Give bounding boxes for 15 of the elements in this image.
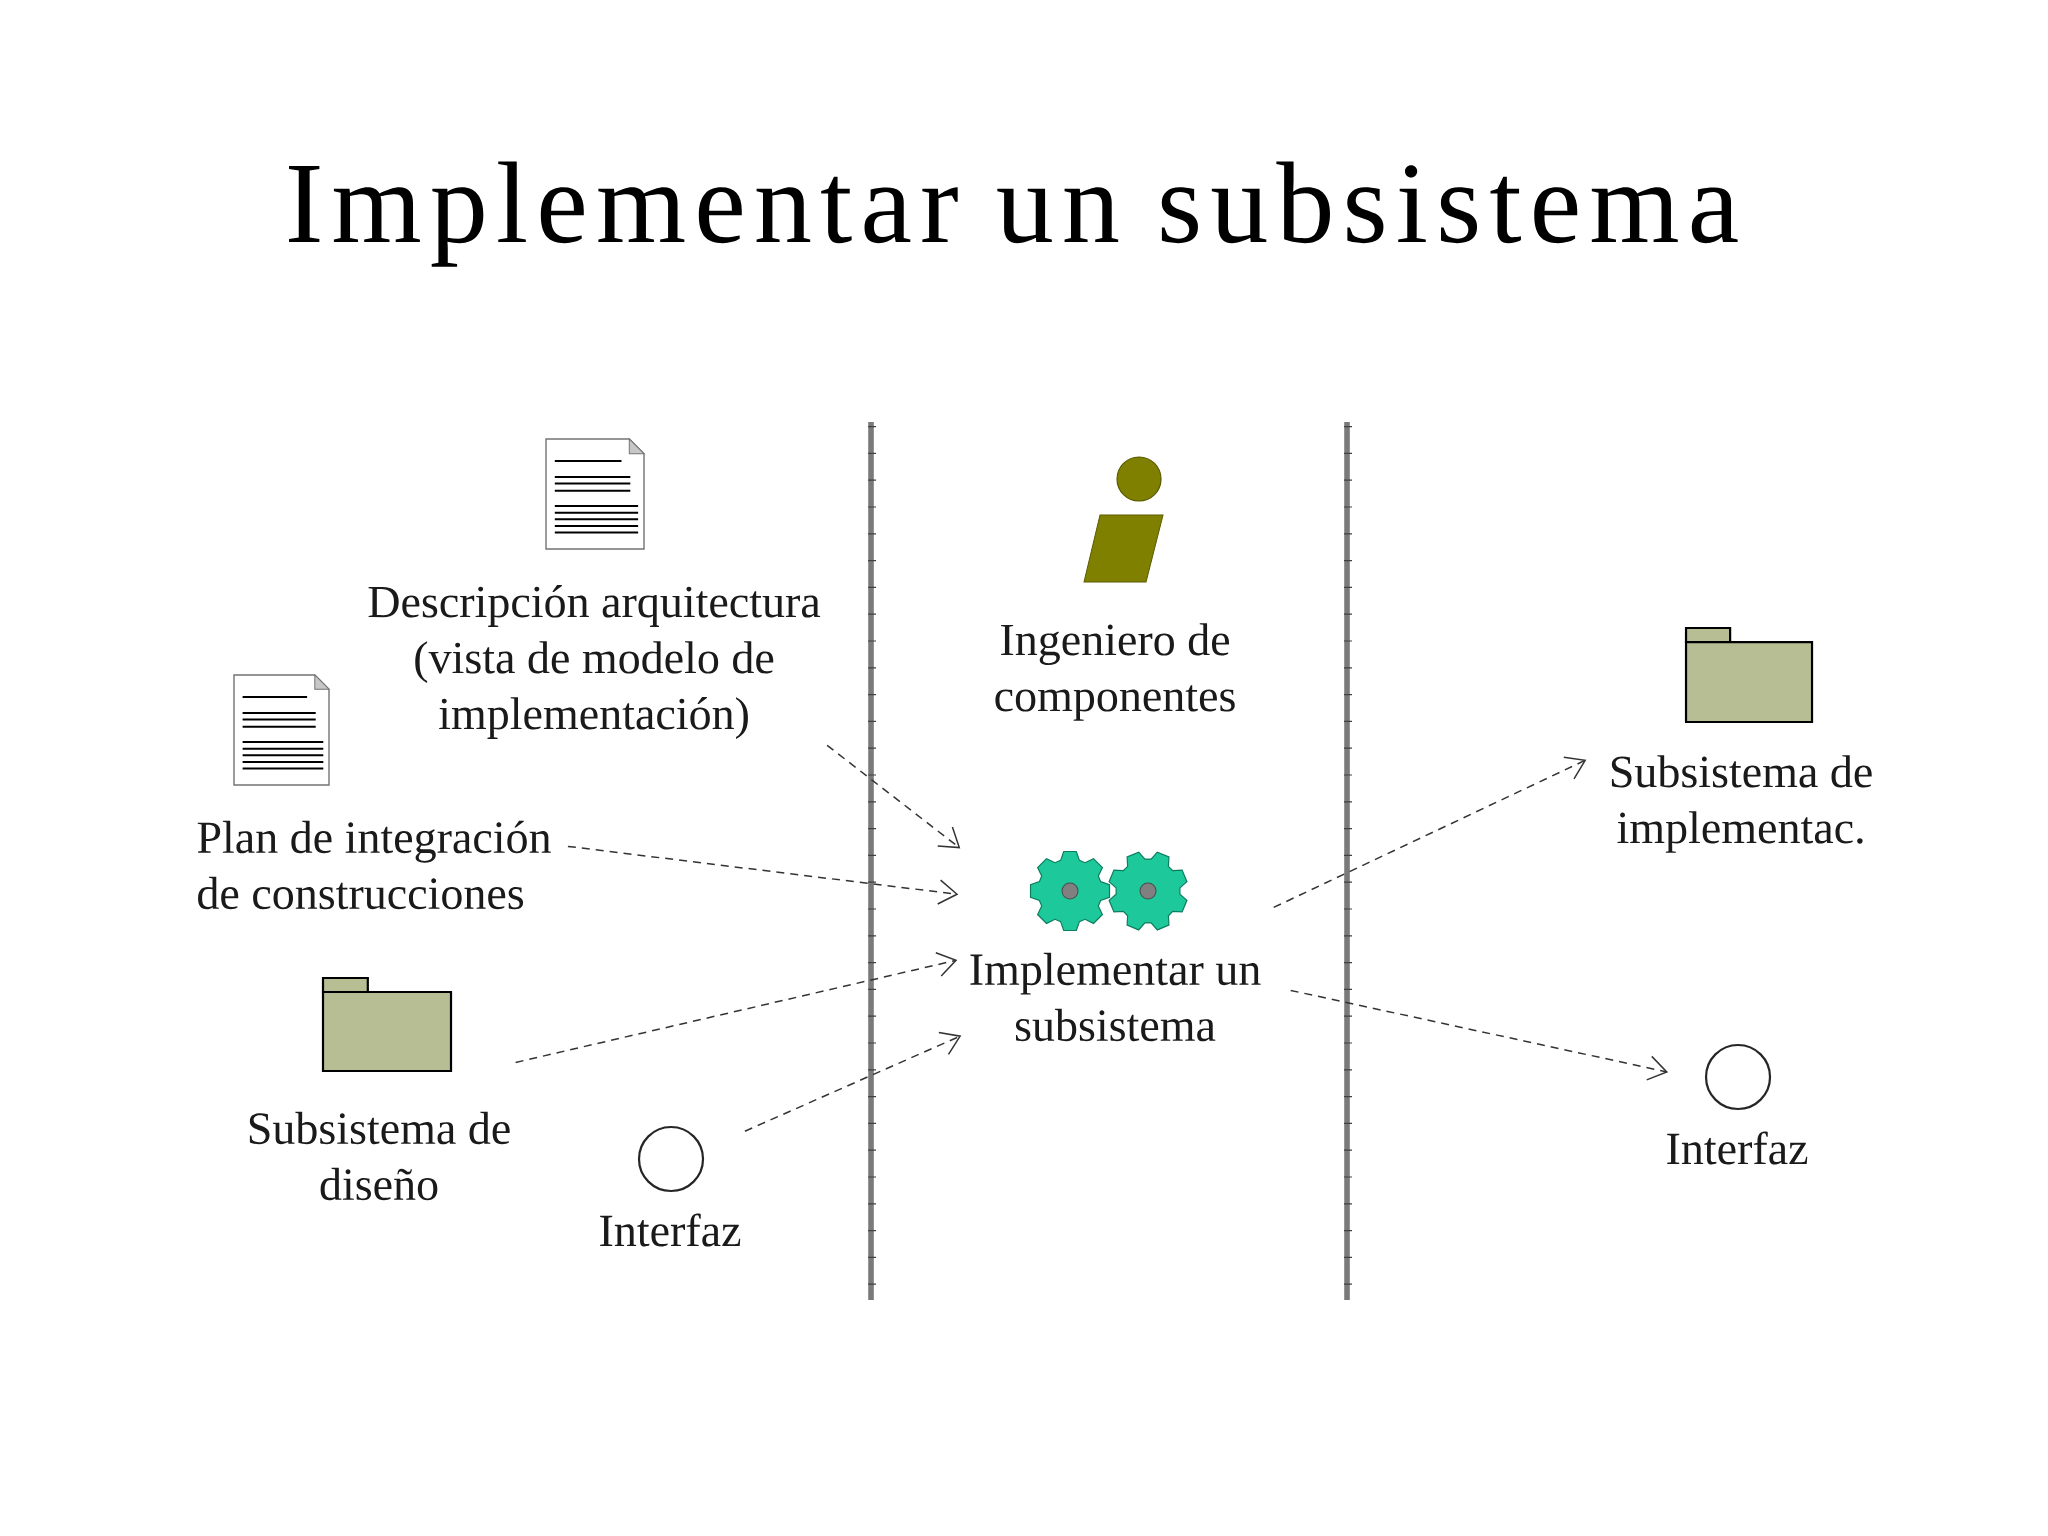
artifact-label: Plan de integración de construcciones [197,820,551,910]
arrow [744,1031,962,1132]
arrow [1289,989,1669,1081]
arrow [826,744,961,849]
artifact-label: Interfaz [1667,1131,1808,1165]
arrow [567,845,959,905]
worker-label: Ingeniero de componentes [995,623,1235,721]
artifact-label: Subsistema de implementac. [1611,755,1872,853]
artifact-label: Interfaz [600,1213,741,1247]
artifact-label: Descripción arquitectura (vista de modelo de implementación) [368,585,821,739]
arrow [1272,756,1587,909]
title: Implementar un subsistema [289,161,1738,267]
activity-label: Implementar un subsistema [970,952,1261,1042]
artifact-label: Subsistema de diseño [249,1111,510,1201]
arrow [514,951,958,1064]
